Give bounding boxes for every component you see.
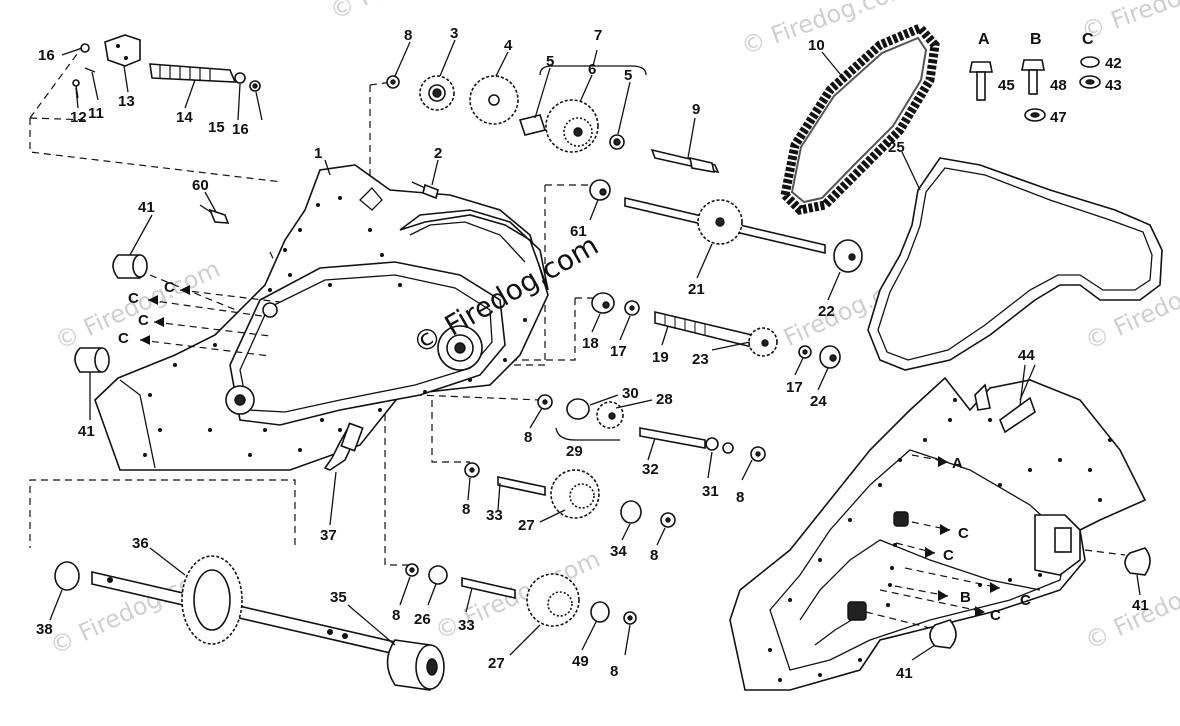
right-housing-holes (768, 398, 1112, 682)
callout-38: 38 (36, 621, 53, 638)
shaft-assembly-top (72, 34, 261, 99)
callout-29: 29 (566, 443, 583, 460)
left-arrows: C C C C (118, 279, 281, 357)
callout-13: 13 (118, 93, 135, 110)
callout-17: 17 (610, 343, 627, 360)
gasket-inner (877, 167, 1153, 361)
right-housing (729, 376, 1147, 691)
callout-1: 1 (314, 145, 322, 162)
leader-lines (49, 39, 1141, 661)
callout-2: 2 (434, 145, 442, 162)
small-parts (199, 181, 439, 224)
callout-33: 33 (486, 507, 503, 524)
housing-holes (143, 196, 527, 457)
callout-32: 32 (642, 461, 659, 478)
callout-25: 25 (888, 139, 905, 156)
callout-34: 34 (610, 543, 627, 560)
callout-22: 22 (818, 303, 835, 320)
callout-3: 3 (450, 25, 458, 42)
callout-28: 28 (656, 391, 673, 408)
arrow-letter: A (952, 455, 963, 472)
callout-8: 8 (392, 607, 400, 624)
callout-33: 33 (458, 617, 475, 634)
callout-16: 16 (38, 47, 55, 64)
callout-41: 41 (1132, 597, 1149, 614)
watermark: © Firedog.com (326, 0, 500, 25)
callout-4: 4 (504, 37, 513, 54)
callout-21: 21 (688, 281, 705, 298)
callout-8: 8 (610, 663, 618, 680)
sprocket-stack-top (386, 49, 720, 174)
right-arrows: A C C C B C (865, 454, 1126, 629)
callout-35: 35 (330, 589, 347, 606)
callout-19: 19 (652, 349, 669, 366)
arrow-letter: C (943, 547, 954, 564)
callout-8: 8 (404, 27, 412, 44)
arrow-letter: C (958, 525, 969, 542)
legend-part-42: 42 (1105, 55, 1122, 72)
arrow-letter: B (960, 589, 971, 606)
arrow-letter: C (164, 279, 175, 296)
callout-41: 41 (896, 665, 913, 682)
callout-12: 12 (70, 109, 87, 126)
callout-61: 61 (570, 223, 587, 240)
shaft-21 (589, 179, 863, 273)
mid-gear-cluster (537, 394, 766, 462)
callout-27: 27 (488, 655, 505, 672)
shaft-19 (591, 292, 841, 369)
callout-8: 8 (524, 429, 532, 446)
callout-11: 11 (88, 105, 104, 122)
legend-col-b: B (1030, 31, 1042, 48)
legend-col-c: C (1082, 31, 1094, 48)
bushings (74, 254, 1151, 649)
callout-17: 17 (786, 379, 803, 396)
callout-6: 6 (588, 61, 596, 78)
callout-60: 60 (192, 177, 209, 194)
gear-27-lower (405, 563, 637, 627)
legend-part-47: 47 (1050, 109, 1067, 126)
callout-30: 30 (622, 385, 639, 402)
callout-8: 8 (736, 489, 744, 506)
legend-col-a: A (978, 31, 990, 48)
callout-5: 5 (624, 67, 632, 84)
callout-14: 14 (176, 109, 193, 126)
watermark: © Firedog.com (737, 0, 914, 61)
callout-36: 36 (132, 535, 149, 552)
callout-7: 7 (594, 27, 602, 44)
callout-37: 37 (320, 527, 337, 544)
callout-15: 15 (208, 119, 225, 136)
callout-9: 9 (692, 101, 700, 118)
chain (780, 22, 940, 215)
hardware-legend: A B C 45 48 42 43 47 (969, 31, 1122, 126)
callout-8: 8 (462, 501, 470, 518)
callout-18: 18 (582, 335, 599, 352)
legend-part-45: 45 (998, 77, 1015, 94)
gasket (867, 157, 1163, 371)
callout-10: 10 (808, 37, 825, 54)
callout-41: 41 (138, 199, 155, 216)
callout-16: 16 (232, 121, 249, 138)
callout-26: 26 (414, 611, 431, 628)
callout-5: 5 (546, 53, 554, 70)
callout-8: 8 (650, 547, 658, 564)
arrow-letter: C (1020, 592, 1031, 609)
gear-27-upper (464, 462, 676, 528)
arrow-letter: C (990, 607, 1001, 624)
arrow-letter: C (128, 290, 139, 307)
left-housing (94, 164, 549, 471)
callout-24: 24 (810, 393, 827, 410)
legend-part-48: 48 (1050, 77, 1067, 94)
callout-41: 41 (78, 423, 95, 440)
arrow-letter: C (138, 312, 149, 329)
callout-27: 27 (518, 517, 535, 534)
callout-49: 49 (572, 653, 589, 670)
callout-23: 23 (692, 351, 709, 368)
callouts: 16 11 12 13 14 15 16 8 3 4 5 6 7 5 9 10 … (36, 25, 1149, 682)
legend-part-43: 43 (1105, 77, 1122, 94)
arrow-letter: C (118, 330, 129, 347)
axle-assembly (54, 555, 445, 691)
callout-44: 44 (1018, 347, 1035, 364)
callout-31: 31 (702, 483, 719, 500)
